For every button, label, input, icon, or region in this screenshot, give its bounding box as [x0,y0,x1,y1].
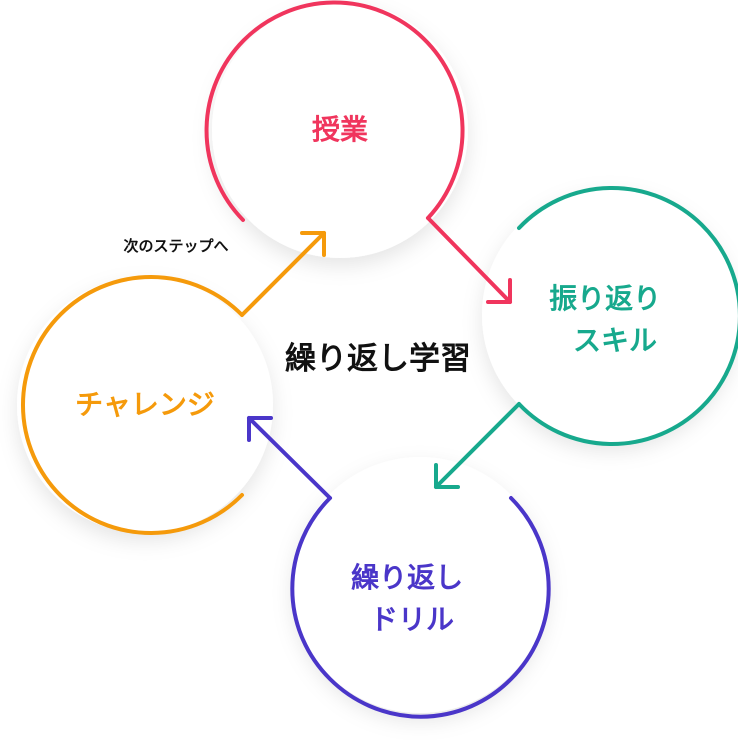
node-label-reflection: 振り返り スキル [549,282,671,357]
reflection-to-drill-arrowhead [434,463,460,489]
node-label-drill-line-2: ドリル [370,603,454,636]
drill-cycle-arc [290,496,551,719]
lesson-to-reflection-arrowhead [486,278,512,304]
node-label-reflection-line-1: 振り返り [549,282,661,315]
node-label-challenge: チャレンジ [75,388,215,421]
lesson-cycle-arc [204,0,465,222]
node-challenge: チャレンジ [21,231,326,535]
node-label-lesson: 授業 [312,113,368,146]
challenge-cycle-arc [21,275,244,535]
node-label-lesson-line: 授業 [312,113,368,146]
lesson-to-reflection-arrow-line [426,216,512,304]
drill-to-challenge-arrow-line [247,416,332,500]
node-label-challenge-line: チャレンジ [75,388,215,421]
center-label: 繰り返し学習 [285,341,471,377]
shadow-layer [17,2,738,713]
node-drill: 繰り返し ドリル [247,416,551,719]
reflection-cycle-arc [517,186,738,446]
node-label-drill-line-1: 繰り返し [351,561,463,594]
node-label-reflection-line-2: スキル [573,324,657,357]
challenge-to-lesson-arrowhead [300,231,326,257]
node-label-drill: 繰り返し ドリル [351,561,473,636]
node-lesson: 授業 [204,0,512,304]
drill-to-challenge-arrowhead [247,416,273,442]
node-reflection: 振り返り スキル [434,186,738,489]
reflection-to-drill-arrow-line [434,402,521,489]
next-step-label: 次のステップへ [123,237,228,255]
challenge-to-lesson-arrow-line [240,231,326,317]
